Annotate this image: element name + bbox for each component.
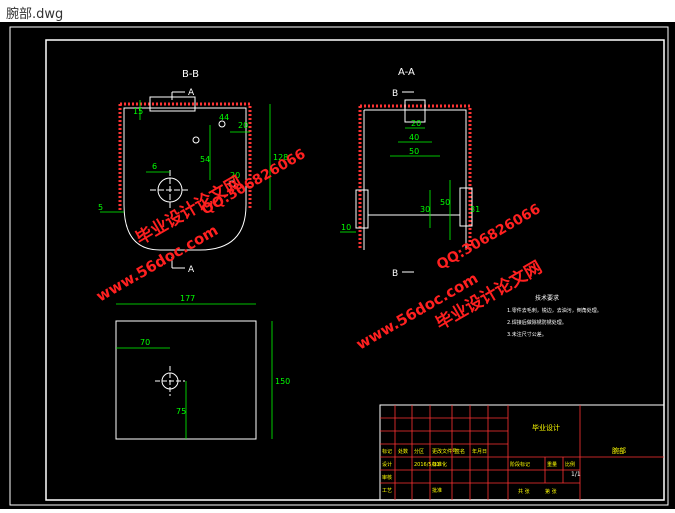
title-block: 标记 处数 分区 更改文件号 签名 年月日 设计 2016/5/31 标准化 阶… bbox=[379, 404, 665, 501]
aa-right-block bbox=[459, 187, 473, 227]
view-plan: 177 70 150 75 bbox=[115, 294, 290, 440]
aa-dim-50v: 50 bbox=[440, 198, 450, 207]
tb-label-stage: 阶段标记 bbox=[510, 461, 530, 468]
aa-arrow-b-top: B bbox=[392, 89, 398, 99]
bb-dim-5: 5 bbox=[98, 203, 103, 212]
plan-dim-177: 177 bbox=[180, 294, 195, 303]
aa-dim-10: 10 bbox=[341, 223, 351, 232]
tb-part-name: 腕部 bbox=[612, 446, 626, 455]
bb-dim-20b: 20 bbox=[230, 171, 240, 180]
aa-dim-31: 31 bbox=[470, 205, 480, 214]
tb-label-process: 工艺 bbox=[382, 488, 392, 494]
bb-body-outline bbox=[123, 107, 247, 251]
tb-sheet-no: 第 张 bbox=[545, 488, 557, 495]
view-bb: B-B A A 15 20 44 54 6 bbox=[98, 69, 288, 275]
plan-dim-70: 70 bbox=[140, 338, 150, 347]
tb-label-review: 审核 bbox=[382, 474, 392, 481]
aa-left-block bbox=[355, 189, 369, 229]
tb-sheets: 共 张 bbox=[518, 488, 530, 495]
view-aa-label: A-A bbox=[398, 67, 415, 78]
tb-label-std: 标准化 bbox=[432, 461, 447, 468]
aa-dim-40: 40 bbox=[409, 133, 419, 142]
aa-dim-30: 30 bbox=[420, 205, 430, 214]
bb-small-hole-3 bbox=[228, 180, 236, 188]
tb-label-weight: 重量 bbox=[547, 461, 557, 468]
tb-label-design: 设计 bbox=[382, 461, 392, 468]
aa-hatch-outline bbox=[358, 104, 472, 250]
window-title: 腕部.dwg bbox=[6, 7, 64, 22]
view-aa: A-A B B 20 40 50 10 30 50 31 bbox=[340, 67, 480, 279]
bb-dim-54: 54 bbox=[200, 155, 210, 164]
plan-dim-150: 150 bbox=[275, 377, 290, 386]
aa-top-boss bbox=[404, 99, 426, 123]
titleblock-frame bbox=[379, 404, 665, 501]
inner-frame bbox=[45, 39, 665, 501]
bb-dim-6: 6 bbox=[152, 162, 157, 171]
bb-small-hole-2 bbox=[192, 136, 200, 144]
notes-line-1: 1.零件去毛刺，锐边，去油污，倒角处理。 bbox=[507, 307, 602, 314]
drawing-svg: B-B A A 15 20 44 54 6 bbox=[9, 26, 669, 506]
tb-label-scale: 比例 bbox=[565, 461, 575, 468]
tb-company: 毕业设计 bbox=[532, 423, 560, 432]
bb-dim-15: 15 bbox=[133, 107, 143, 116]
aa-body-outline bbox=[363, 109, 467, 250]
bb-arrow-a-bottom: A bbox=[188, 265, 195, 275]
tb-label-approve: 批准 bbox=[432, 487, 442, 494]
tb-date: 2016/5/31 bbox=[414, 462, 440, 468]
watermark-group: 毕业设计论文网 www.56doc.com QQ:306826066 毕业设计论… bbox=[93, 146, 546, 353]
plan-dim-75: 75 bbox=[176, 407, 186, 416]
outer-frame bbox=[9, 26, 669, 506]
bb-dim-128: 128 bbox=[273, 153, 288, 162]
tb-label-sign: 签名 bbox=[455, 448, 465, 455]
aa-dim-50: 50 bbox=[409, 147, 419, 156]
watermark-qq-1: QQ:306826066 bbox=[199, 146, 308, 218]
cad-drawing-canvas[interactable]: B-B A A 15 20 44 54 6 bbox=[0, 22, 675, 509]
tb-sheet: 1/1 bbox=[571, 471, 581, 478]
tb-label-count: 处数 bbox=[398, 448, 408, 455]
tb-label-mark: 标记 bbox=[382, 448, 392, 455]
notes-line-2: 2.焊接后做除锈防锈处理。 bbox=[507, 319, 567, 326]
bb-dim-20: 20 bbox=[238, 121, 248, 130]
notes-title: 技术要求 bbox=[535, 294, 559, 302]
aa-arrow-b-bottom: B bbox=[392, 269, 398, 279]
tb-label-date: 年月日 bbox=[472, 448, 487, 455]
bb-dim-44: 44 bbox=[219, 113, 229, 122]
view-bb-label: B-B bbox=[182, 69, 199, 80]
aa-dim-20: 20 bbox=[411, 119, 421, 128]
notes-line-3: 3.未注尺寸公差。 bbox=[507, 331, 547, 338]
bb-arrow-a-top: A bbox=[188, 88, 195, 98]
window-title-bar: 腕部.dwg bbox=[0, 0, 675, 22]
tb-label-zone: 分区 bbox=[414, 448, 424, 455]
bb-hatch-outline bbox=[118, 102, 252, 210]
technical-notes: 技术要求 1.零件去毛刺，锐边，去油污，倒角处理。 2.焊接后做除锈防锈处理。 … bbox=[507, 294, 602, 338]
tb-label-change: 更改文件号 bbox=[432, 448, 457, 455]
bb-small-hole-1 bbox=[218, 120, 226, 128]
